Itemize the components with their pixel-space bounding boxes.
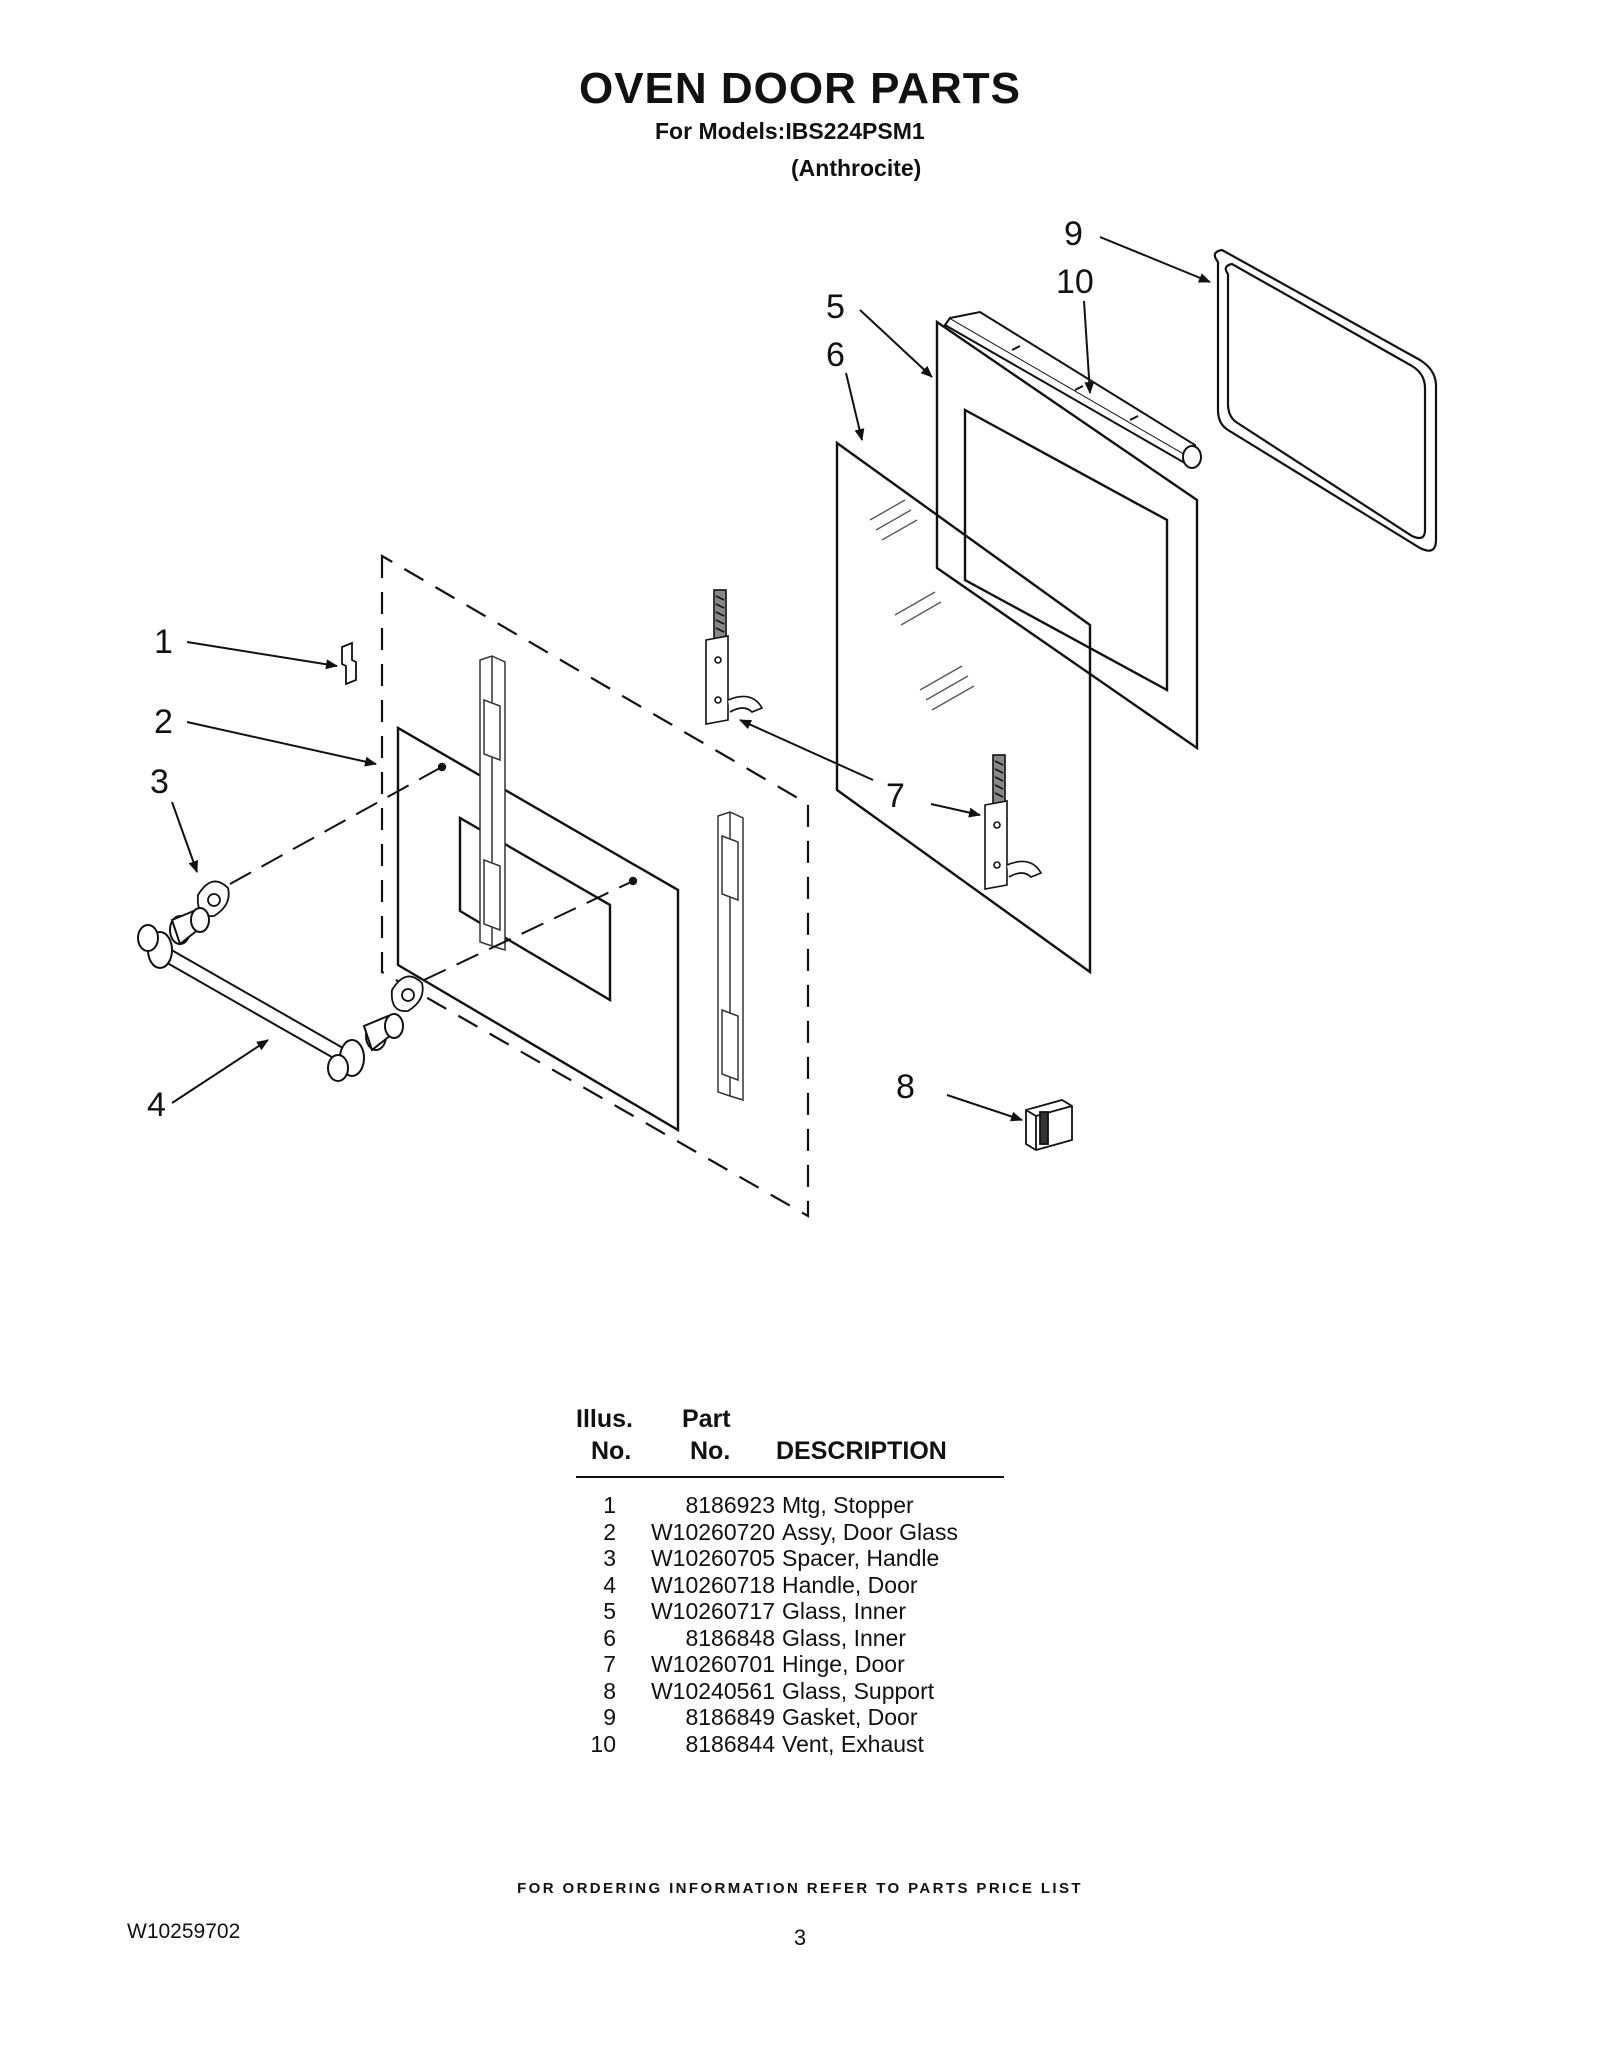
- parts-row: 5 W10260717 Glass, Inner: [576, 1598, 1016, 1625]
- illus-no: 9: [603, 1704, 616, 1730]
- page-number: 3: [793, 1925, 807, 1950]
- illus-no: 6: [603, 1624, 616, 1651]
- header-part-bottom: No.: [690, 1437, 731, 1465]
- part-description: Gasket, Door: [782, 1704, 918, 1730]
- gasket-door: [1213, 248, 1438, 552]
- header-rule: [576, 1476, 1004, 1478]
- part-no: 8186849: [685, 1704, 775, 1730]
- parts-row: 6 8186848 Glass, Inner: [576, 1625, 1016, 1652]
- callout-4: 4: [147, 1086, 166, 1124]
- header-illus-bottom: No.: [591, 1437, 632, 1465]
- color-line: (Anthrocite): [791, 155, 922, 181]
- leader-arrows: [171, 236, 1211, 1122]
- part-description: Spacer, Handle: [782, 1545, 940, 1571]
- part-no: W10260720: [650, 1518, 775, 1545]
- callout-9: 9: [1064, 215, 1083, 253]
- callout-1: 1: [154, 623, 173, 661]
- page-title: OVEN DOOR PARTS: [578, 64, 1021, 113]
- hinge-door-left: [705, 589, 764, 725]
- part-no: W10240561: [650, 1677, 775, 1704]
- header-illus-top: Illus.: [576, 1405, 633, 1433]
- handle-spacer-bottom: [390, 975, 424, 1013]
- part-description: Mtg, Stopper: [782, 1492, 914, 1518]
- door-handle: [137, 907, 404, 1082]
- part-no: W10260718: [650, 1571, 775, 1598]
- parts-list: 1 8186923 Mtg, Stopper 2 W10260720 Assy,…: [576, 1492, 1016, 1757]
- illus-no: 10: [590, 1730, 616, 1757]
- illus-no: 4: [603, 1571, 616, 1598]
- illus-no: 7: [603, 1651, 616, 1677]
- header-part-top: Part: [682, 1405, 731, 1433]
- part-description: Glass, Inner: [782, 1598, 906, 1624]
- parts-row: 9 8186849 Gasket, Door: [576, 1704, 1016, 1731]
- header-description: DESCRIPTION: [776, 1437, 947, 1465]
- part-description: Assy, Door Glass: [782, 1518, 958, 1545]
- document-number: W10259702: [127, 1920, 241, 1943]
- inner-glass-5: [935, 319, 1199, 751]
- part-description: Glass, Inner: [782, 1624, 906, 1651]
- outer-door-outline: [380, 554, 810, 1218]
- hinge-channel-left: [479, 655, 506, 952]
- parts-row: 4 W10260718 Handle, Door: [576, 1572, 1016, 1599]
- glass-support: [1025, 1099, 1073, 1151]
- parts-row: 2 W10260720 Assy, Door Glass: [576, 1519, 1016, 1546]
- models-line: For Models:IBS224PSM1: [655, 118, 925, 144]
- callout-5: 5: [826, 288, 845, 326]
- illus-no: 2: [603, 1518, 616, 1545]
- illus-no: 3: [603, 1545, 616, 1571]
- exploded-parts-diagram: 1 2 3 4 5 6 7 8 9 10: [137, 215, 1438, 1218]
- ordering-note: FOR ORDERING INFORMATION REFER TO PARTS …: [517, 1880, 1083, 1897]
- illus-no: 1: [603, 1492, 616, 1518]
- part-description: Hinge, Door: [782, 1651, 905, 1677]
- part-no: 8186923: [685, 1492, 775, 1518]
- callout-10: 10: [1056, 263, 1094, 301]
- mtg-stopper: [341, 641, 357, 686]
- part-no: W10260705: [650, 1545, 775, 1571]
- parts-row: 8 W10240561 Glass, Support: [576, 1678, 1016, 1705]
- callout-2: 2: [154, 703, 173, 741]
- callout-3: 3: [150, 763, 169, 801]
- illus-no: 8: [603, 1677, 616, 1704]
- part-description: Handle, Door: [782, 1571, 918, 1598]
- handle-spacer-top: [196, 880, 230, 918]
- hinge-door-right: [984, 754, 1043, 890]
- part-no: W10260701: [650, 1651, 775, 1677]
- parts-row: 10 8186844 Vent, Exhaust: [576, 1731, 1016, 1758]
- illus-no: 5: [603, 1598, 616, 1624]
- parts-row: 7 W10260701 Hinge, Door: [576, 1651, 1016, 1678]
- vent-exhaust: [943, 310, 1202, 469]
- part-no: 8186844: [685, 1730, 775, 1757]
- door-glass-assembly: [396, 725, 680, 1133]
- part-no: 8186848: [685, 1624, 775, 1651]
- part-description: Vent, Exhaust: [782, 1730, 924, 1757]
- part-no: W10260717: [650, 1598, 775, 1624]
- hinge-channel-right: [717, 811, 744, 1102]
- callout-7: 7: [886, 777, 905, 815]
- callout-8: 8: [896, 1068, 915, 1106]
- part-description: Glass, Support: [782, 1677, 935, 1704]
- assembly-lines: [229, 767, 632, 981]
- inner-glass-6: [835, 440, 1092, 975]
- parts-row: 1 8186923 Mtg, Stopper: [576, 1492, 1016, 1519]
- parts-row: 3 W10260705 Spacer, Handle: [576, 1545, 1016, 1572]
- callout-6: 6: [826, 336, 845, 374]
